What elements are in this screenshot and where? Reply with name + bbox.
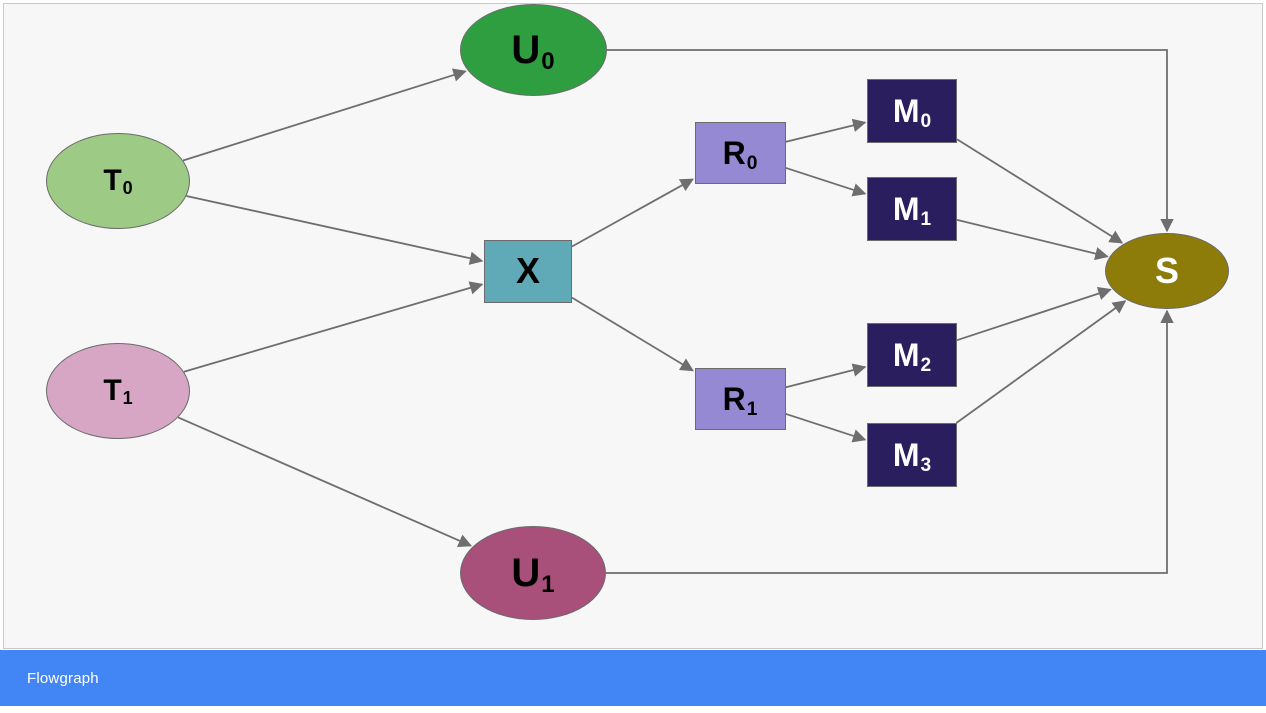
node-label: T1 [103,374,133,409]
node-M0: M0 [867,79,957,143]
node-label: M2 [892,337,932,376]
node-T0: T0 [46,133,190,229]
node-label: U1 [511,551,555,598]
node-M3: M3 [867,423,957,487]
node-label: R0 [722,135,758,174]
node-label: M1 [892,191,932,230]
node-M1: M1 [867,177,957,241]
node-label: U0 [511,28,555,75]
node-U0: U0 [459,4,607,96]
title-bar-label: Flowgraph [27,669,99,687]
node-R0: R0 [694,122,786,184]
node-label: R1 [722,381,758,420]
node-R1: R1 [694,368,786,430]
bottom-strip [0,706,1266,713]
node-label: M0 [892,93,932,132]
node-label: S [1154,250,1179,291]
node-T1: T1 [46,343,190,439]
node-X: X [484,239,572,303]
node-label: T0 [103,164,133,199]
node-S: S [1105,233,1229,309]
title-bar: Flowgraph [0,650,1266,706]
node-M2: M2 [867,323,957,387]
node-label: M3 [892,437,932,476]
node-label: X [515,250,540,291]
node-U1: U1 [460,526,606,620]
